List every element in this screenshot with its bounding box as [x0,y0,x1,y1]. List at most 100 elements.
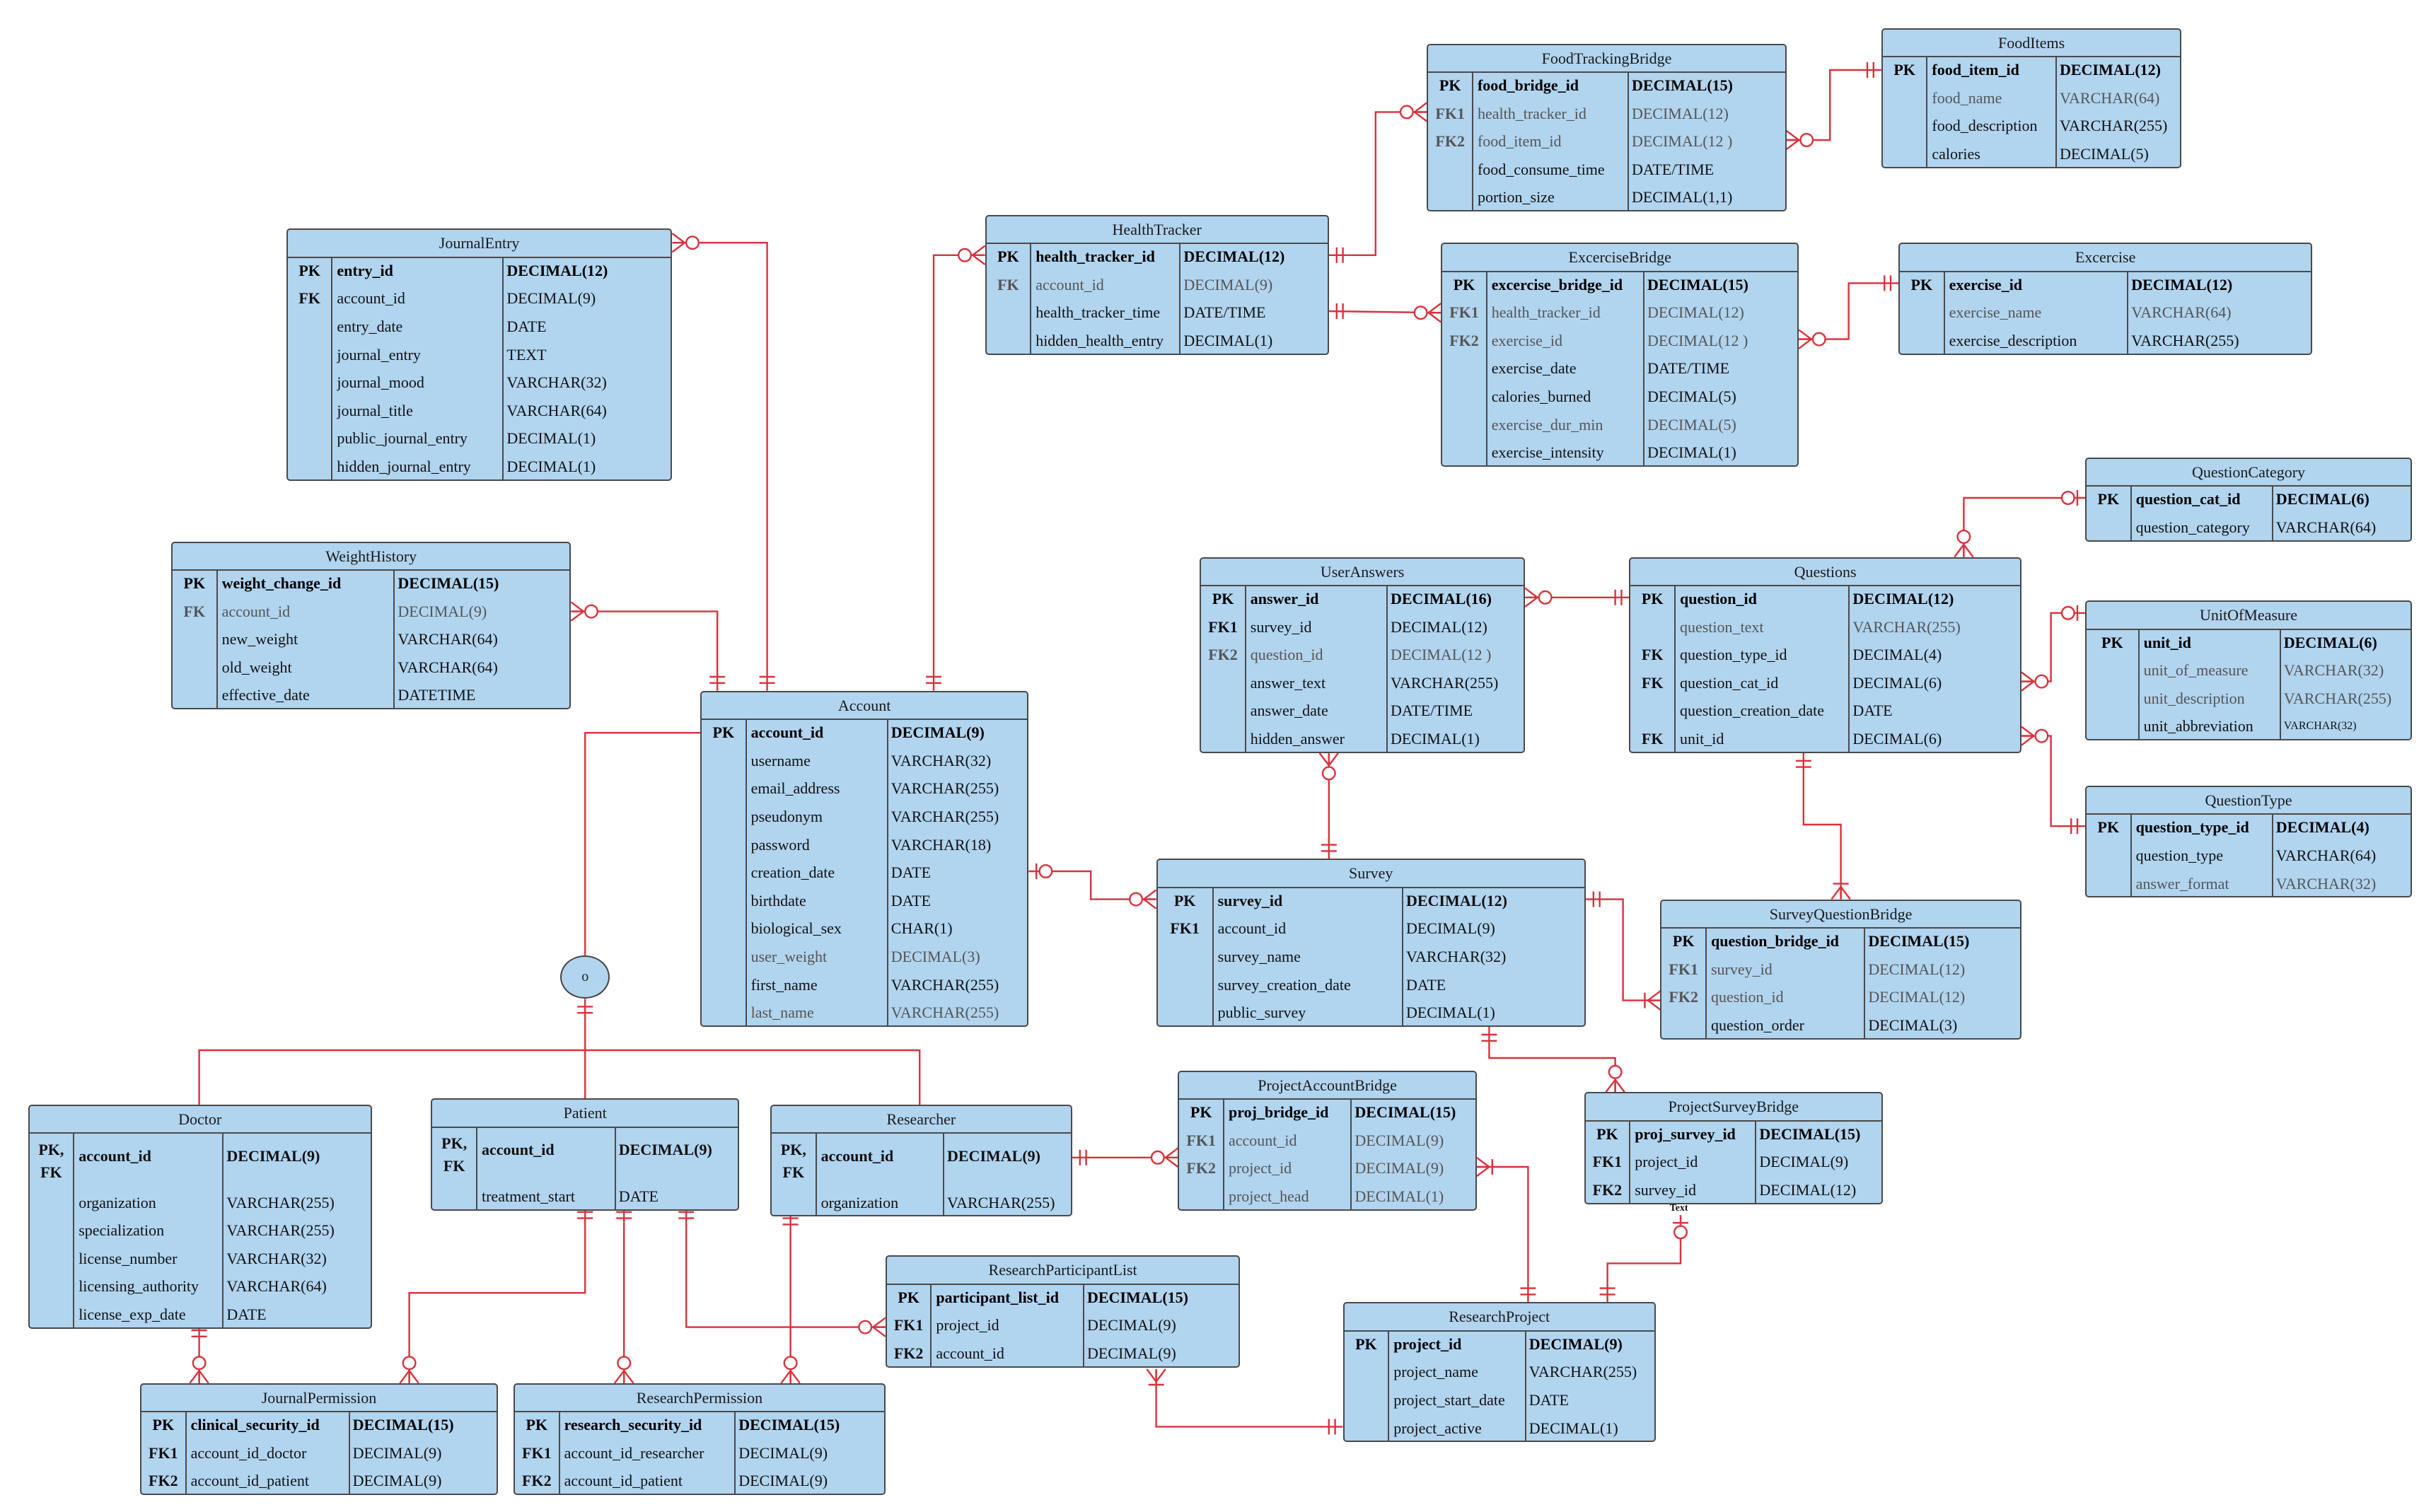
relationship-line [2021,735,2085,827]
attribute-type: DECIMAL(12 ) [1631,132,1733,151]
key-column-divider [1030,242,1032,354]
attribute-type: DECIMAL(12) [1631,104,1729,122]
relationship-line [1427,312,1441,323]
key-label: FK1 [1592,1153,1623,1171]
attribute-name: answer_date [1250,702,1328,720]
relationship-line [1414,111,1428,122]
attribute-name: account_id [750,723,824,742]
relationship-line [780,1370,791,1384]
key-label: FK2 [149,1472,178,1490]
relationship-line [685,1204,886,1328]
attribute-name: question_id [1250,646,1323,664]
key-label: PK [997,247,1019,265]
attribute-name: password [750,835,810,854]
relationship-line [1318,752,1330,767]
attribute-type: DECIMAL(15) [352,1416,454,1434]
key-label: FK1 [1435,104,1465,122]
attribute-name: health_tracker_id [1477,104,1586,122]
key-label: PK [183,574,206,592]
attribute-type: DATE [1852,702,1893,720]
key-label: FK1 [149,1443,178,1462]
attribute-name: unit_of_measure [2143,661,2249,680]
attribute-type: DECIMAL(15) [398,574,499,592]
relationship-line [932,254,985,691]
attribute-name: question_creation_date [1679,702,1825,720]
entity-title: WeightHistory [173,543,570,571]
relationship-line [1798,338,1812,349]
attribute-type: DECIMAL(9) [352,1472,442,1490]
attribute-type: VARCHAR(32) [506,373,607,392]
key-column-divider [1388,1330,1390,1441]
entity-title: ProjectSurveyBridge [1585,1093,1881,1122]
attribute-type: DATE [891,863,932,882]
attribute-name: exercise_id [1491,331,1562,349]
key-label: PK [152,1416,175,1434]
attribute-name: user_weight [750,947,828,965]
relationship-line [1028,870,1156,900]
key-label: FK2 [1669,988,1698,1006]
attribute-type: DECIMAL(3) [1868,1016,1958,1034]
attribute-name: survey_name [1217,947,1301,965]
type-column-divider [1350,1098,1352,1209]
attribute-type: VARCHAR(255) [226,1193,335,1211]
attribute-name: new_weight [221,630,298,649]
attribute-name: hidden_health_entry [1036,331,1164,349]
type-column-divider [2055,55,2057,167]
relationship-line [2021,671,2035,682]
attribute-type: DECIMAL(12) [1405,891,1507,909]
key-label: FK2 [1449,331,1479,349]
attribute-name: question_type [2135,847,2224,864]
entity-title: ExcerciseBridge [1442,244,1798,272]
attribute-type: VARCHAR(255) [1528,1363,1637,1381]
attribute-type: DECIMAL(4) [1852,646,1942,664]
type-column-divider [2279,628,2281,740]
relationship-line [2021,612,2085,682]
attribute-type: VARCHAR(32) [2275,874,2377,892]
relationship-line [571,610,719,691]
attribute-name: clinical_security_id [190,1416,320,1434]
key-label: FK [183,602,206,620]
type-column-divider [734,1411,736,1494]
key-label: FK1 [893,1316,924,1334]
attribute-name: journal_mood [337,373,424,392]
type-column-divider [348,1411,350,1494]
